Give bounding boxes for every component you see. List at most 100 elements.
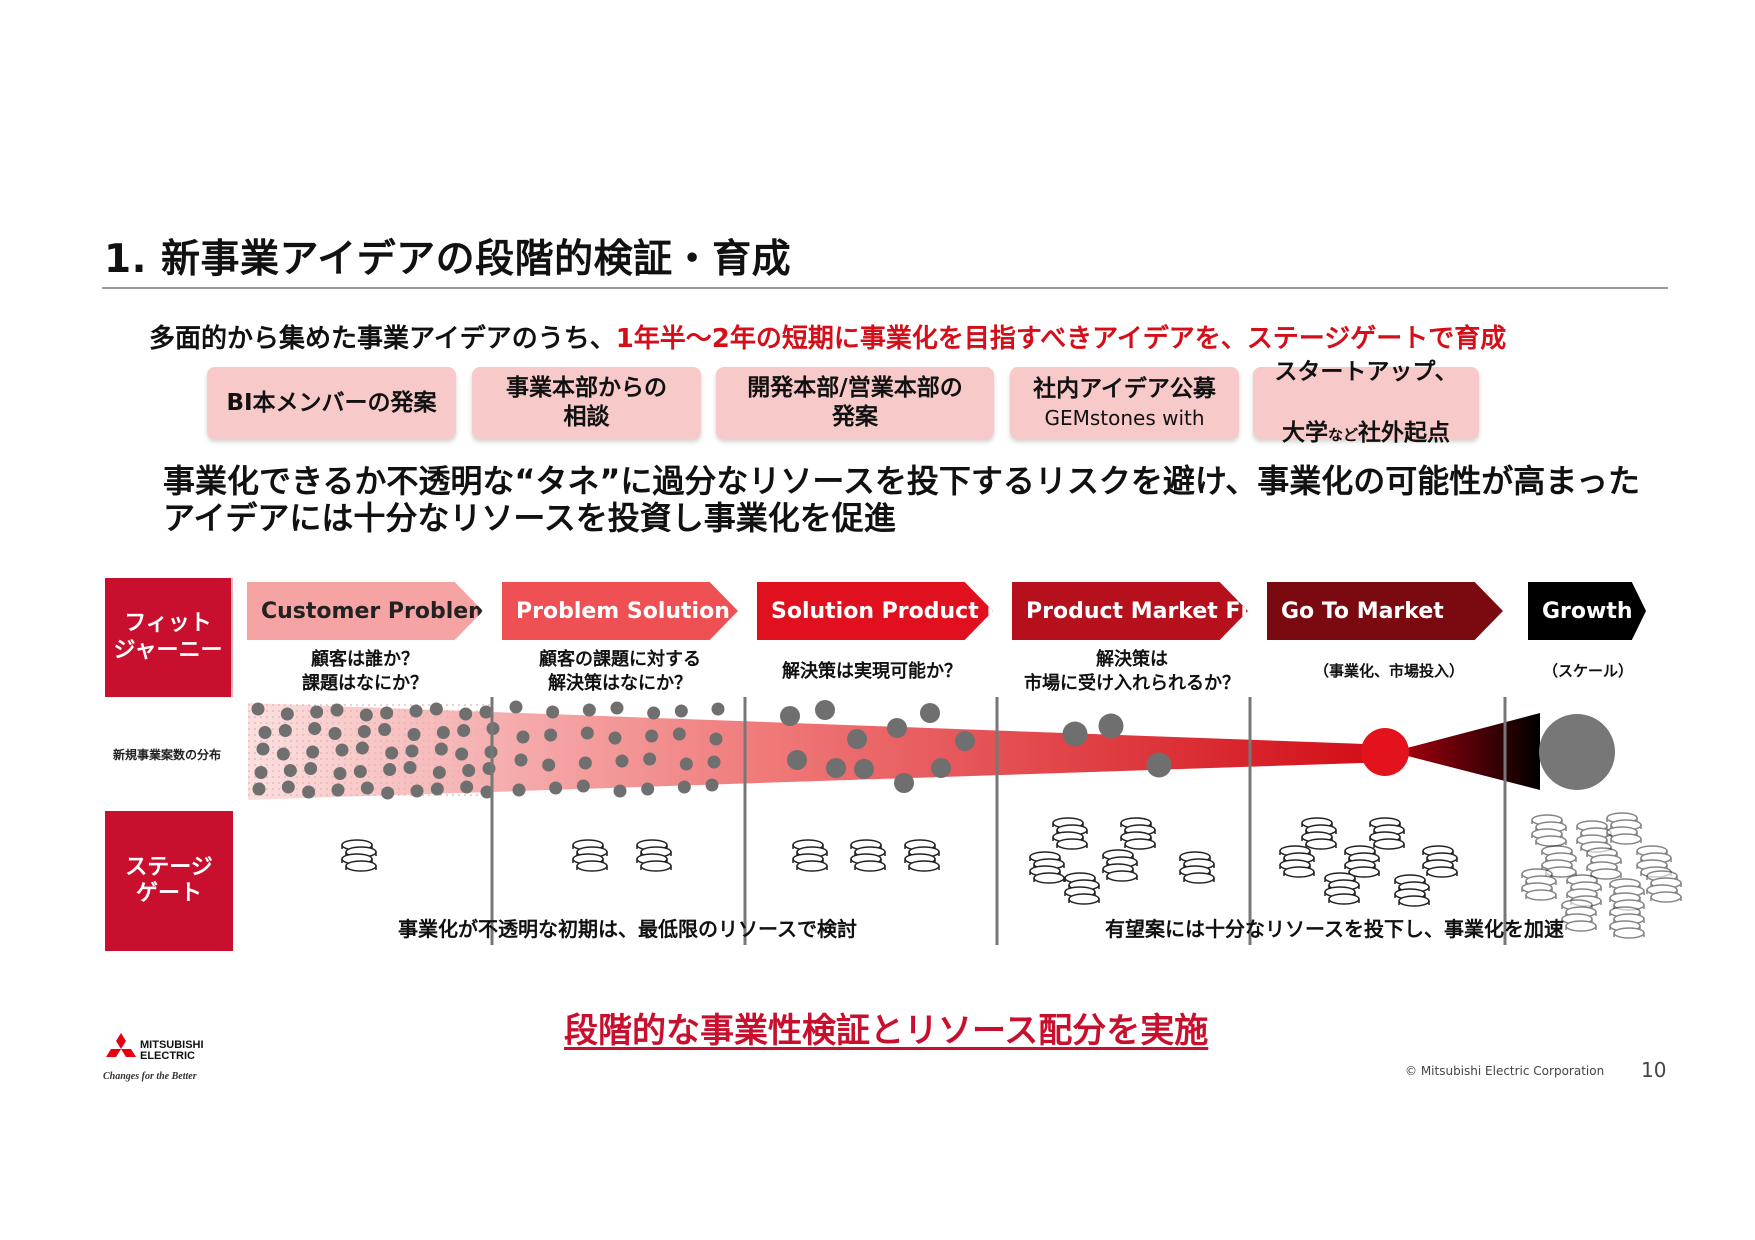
stage-label: Product Market Fit (1026, 598, 1259, 624)
idea-dot (460, 780, 474, 794)
coin-stack-icon (1422, 845, 1458, 878)
idea-dot (280, 707, 294, 721)
idea-dot (330, 703, 344, 717)
idea-dot (1098, 713, 1124, 739)
idea-dot (383, 763, 397, 776)
idea-dot (847, 729, 867, 749)
source-label-line2: 大学など社外起点 (1282, 391, 1450, 449)
idea-dot (355, 741, 369, 755)
logo-wordmark: MITSUBISHI ELECTRIC (140, 1040, 204, 1062)
idea-dot (647, 706, 661, 720)
funnel-shape (248, 703, 1392, 800)
idea-dot (407, 728, 421, 741)
coin-stack-icon (1606, 812, 1642, 845)
lead-prefix: 多面的から集めた事業アイデアのうち、 (149, 324, 616, 354)
idea-dot (887, 718, 907, 738)
coin-stack-icon (1561, 899, 1597, 932)
source-label-university: 大学 (1281, 420, 1328, 447)
stage-question: （スケール） (1542, 662, 1633, 680)
idea-dot (378, 723, 392, 736)
key-message: 事業化できるか不透明な“タネ”に過分なリソースを投下するリスクを避け、事業化の可… (163, 462, 1640, 537)
idea-dot (328, 727, 342, 740)
idea-dot (310, 705, 324, 719)
coin-stack-icon (1566, 874, 1602, 907)
stage-label: Solution Product Fit (771, 598, 1020, 624)
source-label-external: 社外起点 (1358, 420, 1450, 447)
source-box-business-division: 事業本部からの 相談 (472, 367, 701, 439)
fit-journey-text: フィット ジャーニー (113, 611, 223, 663)
idea-dot (457, 724, 471, 737)
idea-dot (516, 730, 530, 744)
coin-stack-icon (1120, 817, 1156, 850)
idea-dot (613, 784, 627, 798)
idea-dot (610, 701, 624, 715)
page-title: 1. 新事業アイデアの段階的検証・育成 (104, 237, 792, 282)
coin-stack-icon (904, 839, 940, 872)
idea-dot (359, 708, 373, 722)
idea-dot (251, 702, 265, 716)
idea-dot (931, 758, 951, 778)
idea-dot (409, 704, 423, 718)
coin-stack-icon (1541, 845, 1577, 878)
idea-dot (705, 778, 719, 792)
idea-dot (459, 707, 473, 721)
idea-dot (302, 785, 316, 799)
idea-dot (1062, 721, 1088, 747)
stage-growth: Growth (1528, 582, 1646, 640)
idea-dot (403, 761, 417, 774)
idea-dot (780, 706, 800, 726)
idea-dot (306, 745, 320, 759)
source-box-bi-members: BI本メンバーの発案 (207, 367, 456, 439)
stage-question: 顧客の課題に対する 解決策はなにか？ (539, 649, 701, 694)
source-label-etc: など (1327, 426, 1358, 445)
idea-dot (335, 743, 349, 757)
stage-label: Customer Problem Fit (261, 598, 532, 624)
coin-stack-icon (341, 839, 377, 872)
idea-dot (432, 766, 446, 779)
idea-dot (430, 782, 444, 796)
idea-dot (509, 700, 523, 714)
idea-dot (544, 728, 558, 742)
source-label: 社内アイデア公募 (1033, 376, 1216, 403)
coin-stack-icon (1521, 868, 1557, 901)
stage-dividers (490, 697, 1507, 945)
coin-stack-icon (1576, 820, 1612, 853)
stage-label: Problem Solution Fit (516, 598, 771, 624)
idea-dot (308, 722, 322, 735)
idea-dot (854, 759, 874, 779)
idea-dot (707, 755, 721, 769)
distribution-label: 新規事業案数の分布 (113, 748, 222, 762)
stage-customer-problem-fit: Customer Problem Fit (247, 582, 483, 640)
fit-journey-label: フィット ジャーニー (105, 578, 233, 697)
coin-stack-icon (1394, 874, 1430, 907)
idea-dot (462, 764, 476, 777)
copyright: © Mitsubishi Electric Corporation (1405, 1064, 1605, 1078)
idea-dot (276, 747, 290, 761)
idea-dot (582, 703, 596, 717)
idea-dot (385, 746, 399, 760)
idea-dot (380, 706, 394, 720)
idea-dot (608, 731, 622, 745)
lead-highlight: 1年半～2年の短期に事業化を目指すべきアイデアを、ステージゲートで育成 (615, 324, 1507, 354)
idea-dot (360, 781, 374, 795)
idea-dot (672, 727, 686, 741)
lead-text: 多面的から集めた事業アイデアのうち、1年半～2年の短期に事業化を目指すべきアイデ… (149, 318, 1506, 355)
idea-dot (643, 752, 657, 766)
idea-dot (709, 732, 723, 746)
logo-word2: ELECTRIC (140, 1050, 195, 1062)
idea-dot (283, 764, 297, 777)
idea-dot (357, 725, 371, 738)
source-label: スタートアップ、 (1274, 358, 1458, 385)
source-label: 事業本部からの 相談 (506, 375, 667, 430)
idea-dot (549, 781, 563, 795)
coin-stack-icon (1301, 817, 1337, 850)
coin-stack-icon (636, 839, 672, 872)
stage-label: Go To Market (1281, 598, 1444, 624)
coin-stack-icon (1029, 851, 1065, 884)
idea-dot (281, 780, 295, 794)
idea-dot (580, 726, 594, 740)
source-box-internal-contest: 社内アイデア公募 GEMstones with (1010, 367, 1239, 439)
stage-problem-solution-fit: Problem Solution Fit (502, 582, 738, 640)
idea-dot (546, 705, 560, 719)
idea-dot (436, 726, 450, 739)
